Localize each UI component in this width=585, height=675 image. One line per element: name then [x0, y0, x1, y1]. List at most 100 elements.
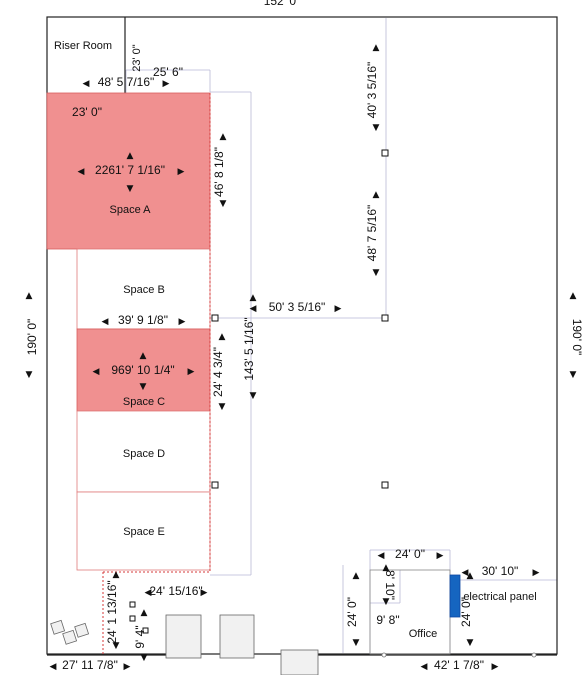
office-and-panel	[369, 569, 461, 655]
small-width: 25' 6"	[153, 65, 183, 79]
space-b-width: 39' 9 1/8"	[118, 313, 168, 327]
labels: 152' 0" 190' 0" 190' 0" Riser Room 23' 0…	[25, 0, 584, 672]
equipment-2	[219, 614, 255, 659]
space-a-area: 2261' 7 1/16"	[95, 163, 165, 177]
svg-text:▼: ▼	[467, 638, 474, 648]
tiny-height: 9' 4"	[133, 625, 147, 648]
svg-text:▲: ▲	[141, 608, 148, 618]
space-a-width: 23' 0"	[72, 105, 102, 119]
svg-text:▲: ▲	[140, 351, 147, 361]
space-b[interactable]	[76, 248, 211, 330]
svg-text:▼: ▼	[373, 268, 380, 278]
right-arrow-riser: ▶	[163, 79, 170, 89]
electrical-label: electrical panel	[463, 591, 536, 603]
svg-text:▲: ▲	[353, 571, 360, 581]
bottom-dim-small: 24' 15/16"	[149, 584, 202, 598]
svg-text:▲: ▲	[220, 132, 227, 142]
svg-text:▶: ▶	[179, 317, 186, 327]
svg-text:◀: ◀	[421, 662, 428, 672]
svg-text:▼: ▼	[219, 402, 226, 412]
svg-text:▼: ▼	[373, 123, 380, 133]
svg-text:▼: ▼	[140, 382, 147, 392]
svg-text:▼: ▼	[383, 597, 390, 607]
svg-text:◀: ◀	[93, 367, 100, 377]
svg-text:▲: ▲	[219, 332, 226, 342]
spaces	[46, 92, 211, 655]
fixtures	[50, 614, 319, 675]
equipment-1	[165, 614, 202, 659]
office-height-right: 24' 0"	[459, 597, 473, 627]
left-arrow-riser: ◀	[83, 79, 90, 89]
svg-text:▶: ▶	[437, 551, 444, 561]
left-small-height: 24' 1 13/16"	[105, 580, 119, 643]
svg-text:▼: ▼	[127, 184, 134, 194]
svg-text:▼: ▼	[353, 638, 360, 648]
space-e-label: Space E	[123, 526, 165, 538]
electrical-panel[interactable]	[449, 574, 461, 618]
space-a-label: Space A	[110, 204, 152, 216]
space-c-height: 24' 4 3/4"	[211, 347, 225, 397]
svg-text:◀: ◀	[250, 304, 257, 314]
corridor-width: 50' 3 5/16"	[269, 300, 326, 314]
svg-text:▲: ▲	[373, 43, 380, 53]
svg-text:▼: ▼	[220, 199, 227, 209]
small-fixture-3	[74, 622, 90, 638]
svg-text:▲: ▲	[26, 291, 33, 301]
office-room[interactable]	[369, 569, 451, 655]
bottom-right-width: 42' 1 7/8"	[434, 658, 484, 672]
guide-lines	[125, 18, 557, 653]
vertical-height: 143' 5 1/16"	[242, 317, 256, 380]
corridor-upper: 40' 3 5/16"	[365, 62, 379, 119]
bottom-left-width: 27' 11 7/8"	[62, 658, 118, 672]
svg-text:◀: ◀	[78, 167, 85, 177]
left-dimension: 190' 0"	[25, 319, 39, 356]
svg-text:▲: ▲	[383, 563, 390, 573]
svg-text:▲: ▲	[467, 571, 474, 581]
space-b-label: Space B	[123, 284, 165, 296]
riser-height: 23' 0"	[131, 44, 143, 72]
small-fixture-1	[50, 619, 66, 635]
space-e[interactable]	[76, 491, 211, 571]
space-c-label: Space C	[123, 396, 165, 408]
svg-text:▶: ▶	[533, 568, 540, 578]
office-height-left: 24' 0"	[345, 597, 359, 627]
svg-text:▼: ▼	[26, 370, 33, 380]
right-dimension: 190' 0"	[570, 319, 584, 356]
space-d[interactable]	[76, 410, 211, 493]
svg-text:▶: ▶	[335, 304, 342, 314]
svg-text:▶: ▶	[201, 588, 208, 598]
svg-text:◀: ◀	[102, 317, 109, 327]
nodes	[129, 149, 537, 658]
corridor-lower: 48' 7 5/16"	[365, 205, 379, 262]
svg-text:▲: ▲	[570, 291, 577, 301]
space-c[interactable]	[76, 328, 211, 412]
svg-text:◀: ◀	[462, 568, 469, 578]
electrical-width: 30' 10"	[482, 564, 519, 578]
svg-text:▶: ▶	[492, 662, 499, 672]
svg-text:▶: ▶	[188, 367, 195, 377]
svg-text:▶: ▶	[178, 167, 185, 177]
svg-text:▼: ▼	[250, 391, 257, 401]
office-inner-width: 9' 8"	[376, 613, 399, 627]
space-a-height: 46' 8 1/8"	[212, 147, 226, 197]
svg-text:◀: ◀	[145, 588, 152, 598]
svg-text:▼: ▼	[113, 641, 120, 651]
small-fixture-2	[62, 629, 78, 645]
svg-text:◀: ◀	[378, 551, 385, 561]
space-c-area: 969' 10 1/4"	[111, 363, 174, 377]
space-d-label: Space D	[123, 448, 165, 460]
riser-room-label: Riser Room	[54, 40, 112, 52]
svg-text:▲: ▲	[373, 190, 380, 200]
top-dimension: 152' 0"	[264, 0, 301, 8]
office-width: 24' 0"	[395, 547, 425, 561]
svg-text:▼: ▼	[570, 370, 577, 380]
svg-text:▶: ▶	[124, 662, 131, 672]
svg-text:▲: ▲	[113, 570, 120, 580]
office-label: Office	[409, 628, 438, 640]
dimension-arrows: ◀ ▶ ▲ ▼ ▲ ▼ ▲ ▼ ▲ ▼ ◀ ▶ ◀ ▶ ◀ ▶ ▲ ▼ ▲ ▼ …	[26, 43, 577, 672]
riser-width: 48' 5 7/16"	[98, 75, 155, 89]
svg-text:▼: ▼	[141, 653, 148, 663]
equipment-3	[280, 649, 319, 675]
office-inner-height: 8' 10"	[383, 570, 397, 600]
